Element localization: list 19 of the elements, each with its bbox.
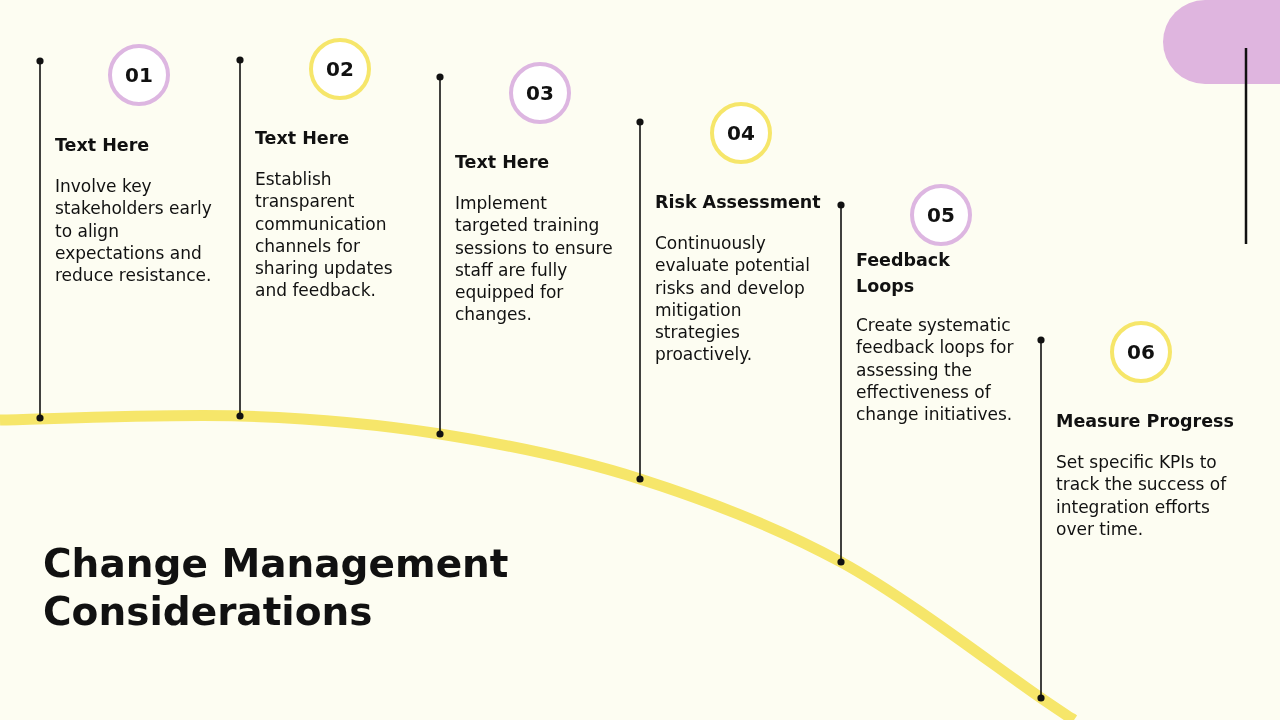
step-description: Establish transparent communication channels for sharing updates and feedback. [255, 168, 394, 302]
step-number: 06 [1110, 321, 1172, 383]
step-heading: Risk Assessment [655, 191, 822, 214]
step-description: Involve key stakeholders early to align expectations and reduce resistance. [55, 175, 213, 287]
step-heading: Text Here [455, 151, 551, 174]
step-heading: Text Here [255, 127, 351, 150]
step-number: 02 [309, 38, 371, 100]
step-description: Set specific KPIs to track the success of integration efforts over time. [1056, 451, 1228, 541]
step-number: 01 [108, 44, 170, 106]
step-heading: Feedback Loops [856, 249, 951, 298]
step-number: 03 [509, 62, 571, 124]
step-number: 04 [710, 102, 772, 164]
step-heading: Measure Progress [1056, 410, 1235, 433]
step-description: Create systematic feedback loops for assessing the effectiveness of change initiatives. [856, 314, 1015, 426]
step-description: Continuously evaluate potential risks and develop mitigation strategies proactively. [655, 232, 811, 366]
step-heading: Text Here [55, 134, 151, 157]
slide-title: Change Management Considerations [43, 540, 510, 636]
step-description: Implement targeted training sessions to ensure staff are fully equipped for changes. [455, 192, 614, 326]
step-number: 05 [910, 184, 972, 246]
